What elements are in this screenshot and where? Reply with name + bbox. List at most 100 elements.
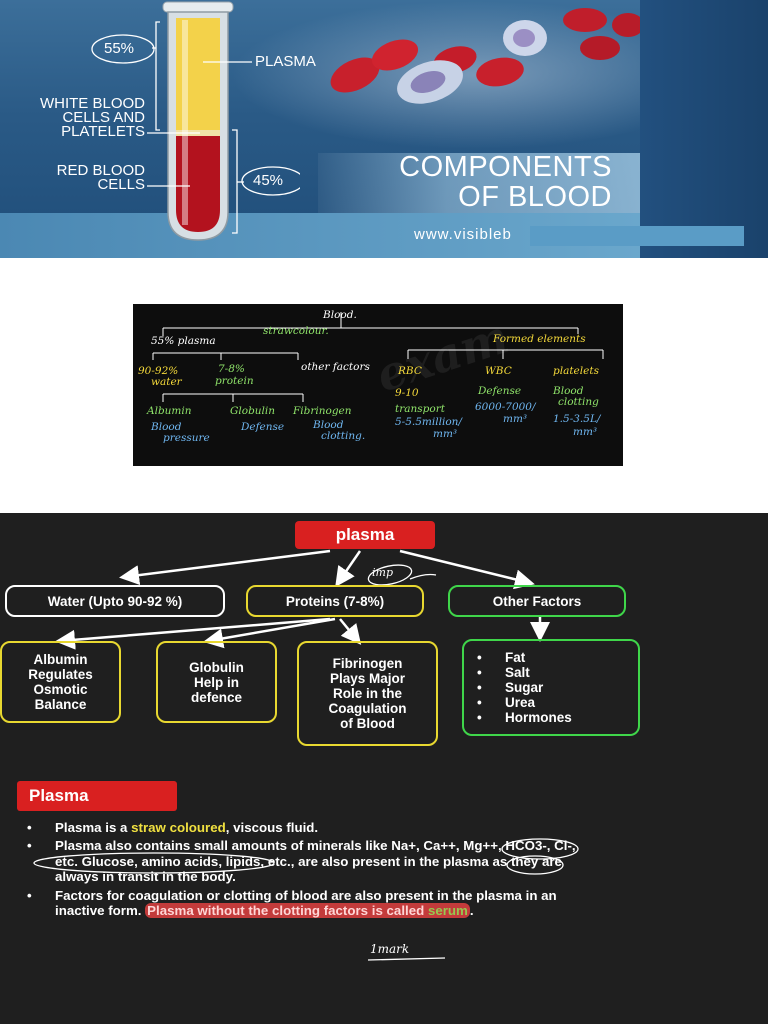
albumin-line: Regulates	[28, 667, 93, 682]
sketch-globulin: Globulin	[230, 405, 275, 417]
red-cell	[563, 8, 607, 32]
proteins-node: Proteins (7-8%)	[246, 585, 424, 617]
sketch-rbc: RBC	[397, 365, 422, 377]
globulin-line: Help in	[193, 674, 239, 690]
banner-url: www.visibleb	[414, 226, 512, 243]
sketch-rbc-transport: transport	[395, 403, 446, 415]
white-cell	[410, 70, 446, 94]
plasma-notes-list: Plasma is a straw coloured, viscous flui…	[27, 820, 587, 919]
fibrinogen-line: Plays Major	[329, 671, 406, 686]
title-band	[318, 153, 640, 213]
label-wbc-platelets: WHITE BLOOD CELLS AND PLATELETS	[6, 95, 145, 140]
note-serum-highlight: Plasma without the clotting factors is c…	[145, 903, 470, 919]
imp-note: imp	[372, 566, 393, 579]
test-tube-graphic	[91, 1, 300, 241]
globulin-node: Globulin Help in defence	[156, 641, 277, 723]
red-cell	[580, 36, 620, 60]
banner-title: COMPONENTS OF BLOOD	[322, 152, 612, 212]
plasma-composition-diagram: imp plasma Water (Upto 90-92 %) Proteins…	[0, 513, 768, 1024]
sketch-root: Blood.	[322, 309, 357, 321]
other-item-hormones: Hormones	[477, 710, 572, 725]
arrow-to-other	[399, 549, 535, 590]
sketch-wbc-unit: mm³	[503, 413, 527, 425]
sketch-plt-unit: mm³	[573, 426, 597, 438]
red-cell	[612, 13, 640, 37]
note-text: Plasma is a	[55, 820, 132, 835]
banner-title-line: OF BLOOD	[458, 181, 612, 213]
sketch-clotting: Blood	[312, 419, 344, 431]
albumin-line: Osmotic	[33, 682, 88, 697]
url-mask	[530, 226, 744, 246]
arrow-to-fibrinogen	[339, 618, 362, 645]
one-mark-note: 1mark	[370, 942, 410, 956]
note-serum-word: serum	[427, 903, 468, 919]
sketch-fibrinogen: Fibrinogen	[292, 405, 352, 417]
label-wbc-line: WHITE BLOOD	[39, 95, 145, 112]
sketch-protein: protein	[215, 375, 254, 387]
note-highlight: Plasma without the clotting factors is c…	[147, 903, 428, 919]
red-cell	[330, 57, 380, 93]
note-text: Factors for coagulation or clotting of b…	[55, 887, 557, 919]
pct-rbc: 45%	[253, 172, 284, 189]
sketch-wbc-defense: Defense	[477, 385, 521, 397]
red-cell	[476, 57, 524, 87]
label-wbc-line: CELLS AND	[62, 109, 145, 126]
other-factors-list-box	[462, 639, 640, 736]
components-of-blood-banner: 55% 45% PLASMA WHITE BLOOD CELLS AND PLA…	[0, 0, 768, 258]
plasma-root-node: plasma	[295, 521, 435, 549]
sketch-rbc-count: 5-5.5million/	[395, 416, 463, 428]
other-factors-node: Other Factors	[448, 585, 626, 617]
sketch-protein-pct: 7-8%	[218, 363, 245, 375]
sketch-wbc: WBC	[485, 365, 512, 377]
other-item-fat: Fat	[477, 650, 572, 665]
globulin-line: defence	[190, 689, 243, 705]
white-cell	[513, 29, 535, 47]
other-factors-list: Fat Salt Sugar Urea Hormones	[477, 650, 572, 725]
label-rbc-line: RED BLOOD	[56, 162, 145, 179]
handwritten-blood-chart: exam Blood. 55% plasma strawcolour. Form…	[133, 304, 623, 466]
fibrinogen-line: Fibrinogen	[332, 656, 403, 671]
label-wbc-line: PLATELETS	[61, 123, 145, 140]
sketch-other: other factors	[301, 361, 370, 373]
sketch-water: water	[151, 376, 183, 388]
note-minerals: Plasma also contains small amounts of mi…	[27, 838, 587, 884]
label-red-blood-cells: RED BLOOD CELLS	[6, 162, 145, 193]
sketch-plt-1: Blood	[552, 385, 584, 397]
sketch-rbc-unit: mm³	[433, 428, 457, 440]
sketch-clotting: clotting.	[321, 430, 365, 442]
plasma-layer	[176, 18, 220, 132]
other-item-urea: Urea	[477, 695, 572, 710]
other-item-sugar: Sugar	[477, 680, 572, 695]
sketch-formed: Formed elements	[492, 333, 586, 345]
sketch-plt-count: 1.5-3.5L/	[553, 413, 602, 425]
albumin-line: Albumin	[33, 652, 88, 667]
arrow-to-water	[119, 549, 331, 586]
note-straw-coloured: Plasma is a straw coloured, viscous flui…	[27, 820, 587, 836]
arrow-to-globulin	[203, 617, 336, 649]
sketch-rbc-num: 9-10	[395, 387, 419, 399]
note-text: .	[469, 903, 474, 919]
albumin-node: Albumin Regulates Osmotic Balance	[0, 641, 121, 723]
sketch-plt-2: clotting	[558, 396, 599, 408]
plasma-notes-heading: Plasma	[17, 781, 177, 811]
label-rbc-line: CELLS	[97, 176, 145, 193]
arrow-to-albumin	[55, 617, 331, 650]
red-cell	[371, 39, 419, 71]
sketch-wbc-count: 6000-7000/	[475, 401, 537, 413]
fibrinogen-line: Coagulation	[328, 701, 407, 716]
sketch-platelets: platelets	[553, 365, 600, 377]
red-cell-layer	[176, 136, 220, 232]
fibrinogen-line: of Blood	[340, 716, 395, 731]
banner-right-shade	[640, 0, 768, 258]
sketch-albumin: Albumin	[146, 405, 192, 417]
sketch-water-pct: 90-92%	[138, 365, 178, 377]
pct-plasma-circle	[91, 34, 155, 64]
sketch-plasma: 55% plasma	[151, 335, 216, 347]
sketch-defense: Defense	[240, 421, 284, 433]
note-serum: Factors for coagulation or clotting of b…	[27, 888, 587, 919]
fibrinogen-node: Fibrinogen Plays Major Role in the Coagu…	[297, 641, 438, 746]
label-plasma: PLASMA	[255, 53, 316, 70]
arrow-to-proteins	[335, 550, 362, 588]
albumin-line: Balance	[34, 697, 87, 712]
banner-title-line: COMPONENTS	[399, 151, 612, 183]
